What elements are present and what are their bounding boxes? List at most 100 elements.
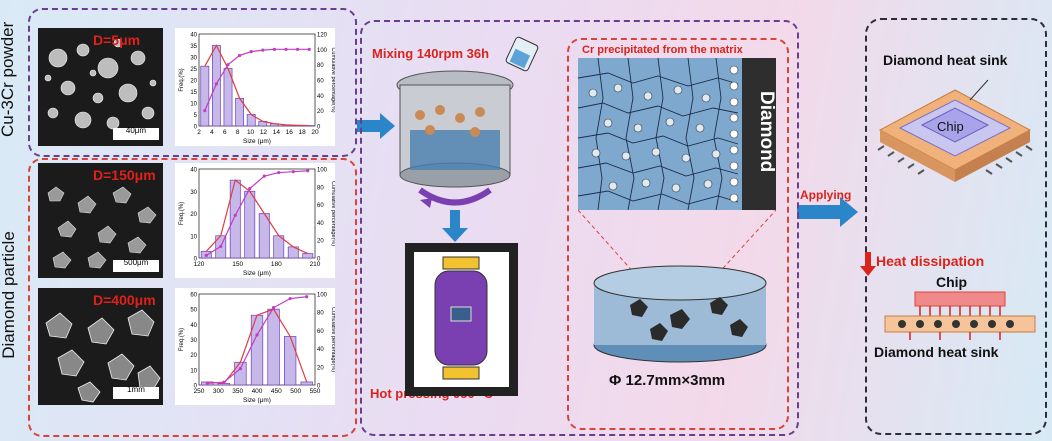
x-tick-label: 500: [290, 388, 301, 395]
y-tick-label: 5: [194, 113, 198, 119]
x-tick-label: 350: [232, 388, 243, 395]
diamond-panel: [28, 158, 357, 437]
x-tick-label: 550: [310, 388, 321, 395]
x-tick-label: 12: [260, 129, 268, 136]
mixer-illustration: [396, 36, 539, 242]
cumulative-point: [203, 109, 207, 113]
applying-label: Applying: [800, 188, 852, 202]
x-tick-label: 250: [194, 388, 205, 395]
sem-particles-150: [47, 186, 157, 269]
cumulative-point: [262, 174, 266, 178]
cumulative-point: [261, 48, 265, 52]
heat-dissipation-label: Heat dissipation: [876, 253, 985, 269]
cumulative-point: [214, 82, 218, 86]
cumulative-point: [238, 53, 242, 58]
microstructure-panel: [567, 38, 789, 430]
cumulative-point: [307, 47, 311, 51]
cumulative-point: [306, 169, 310, 173]
y2-axis-label: Cumulative percentage(%): [330, 307, 335, 372]
y2-tick-label: 0: [317, 257, 321, 263]
cumulative-point: [205, 381, 209, 385]
powder-panel: [28, 8, 357, 157]
cumulative-point: [249, 50, 253, 54]
y-tick-label: 10: [190, 234, 197, 240]
chip-label-top: Chip: [937, 119, 964, 134]
y2-tick-label: 60: [317, 79, 324, 85]
y-tick-label: 50: [190, 308, 197, 314]
x-tick-label: 450: [271, 388, 282, 395]
y2-tick-label: 100: [317, 293, 328, 299]
cumulative-point: [291, 170, 295, 174]
cumulative-point: [219, 244, 223, 249]
cumulative-point: [226, 63, 230, 67]
x-tick-label: 20: [311, 129, 319, 136]
y2-tick-label: 60: [317, 203, 324, 209]
microstructure-image: Diamond: [578, 58, 776, 210]
chip-package-svg: [877, 79, 1033, 182]
apply-arrow-icon: [797, 197, 858, 227]
cumulative-point: [305, 295, 309, 299]
cumulative-curve: [204, 48, 310, 111]
y-tick-label: 10: [190, 368, 197, 374]
sem-particles-400: [45, 309, 161, 403]
y2-tick-label: 60: [317, 329, 324, 335]
x-axis-label: Size (μm): [243, 138, 271, 145]
grain-boundaries-svg: [578, 58, 776, 210]
y2-tick-label: 40: [317, 347, 324, 353]
y-tick-label: 35: [190, 44, 197, 50]
y-tick-label: 40: [190, 168, 197, 174]
y2-tick-label: 0: [317, 125, 321, 131]
sem-image-diamond-400: D=400μm 1mm: [38, 288, 163, 405]
sem-image-powder: D=5μm 40μm: [38, 28, 163, 146]
leader-line: [969, 79, 989, 101]
down-arrow-red-icon: [860, 252, 876, 276]
cumulative-point: [204, 253, 208, 257]
y-tick-label: 25: [190, 67, 197, 73]
y2-tick-label: 120: [317, 33, 328, 39]
y-tick-label: 0: [194, 384, 198, 390]
sem-label-400: D=400μm: [93, 292, 156, 308]
beaker-icon: [505, 36, 539, 72]
diamond-text: Diamond: [756, 91, 776, 173]
y-tick-label: 30: [190, 190, 197, 196]
cumulative-point: [255, 333, 259, 337]
x-tick-label: 6: [223, 129, 227, 136]
x-tick-label: 4: [210, 129, 214, 136]
y2-tick-label: 80: [317, 185, 324, 191]
sem-label-powder: D=5μm: [93, 32, 141, 48]
freq-curve: [204, 44, 310, 127]
x-tick-label: 8: [236, 129, 240, 136]
cumulative-point: [284, 47, 288, 51]
x-tick-label: 10: [247, 129, 255, 136]
cumulative-point: [277, 170, 281, 175]
y2-axis-label: Cumulative percentage(%): [330, 47, 335, 112]
y-tick-label: 20: [190, 212, 197, 218]
y-axis-label: Freq.(%): [179, 202, 185, 225]
y-axis-label: Freq.(%): [179, 68, 185, 91]
x-tick-label: 18: [298, 129, 306, 136]
x-tick-label: 400: [252, 388, 263, 395]
cumulative-point: [296, 47, 300, 51]
y-tick-label: 10: [190, 102, 197, 108]
y-tick-label: 30: [190, 338, 197, 344]
x-tick-label: 300: [213, 388, 224, 395]
cumulative-point: [248, 186, 252, 191]
y2-tick-label: 80: [317, 63, 324, 69]
cumulative-point: [271, 306, 276, 310]
cr-label: Cr precipitated from the matrix: [582, 44, 743, 56]
x-tick-label: 150: [232, 261, 243, 268]
sem-label-150: D=150μm: [93, 167, 156, 183]
x-tick-label: 2: [197, 129, 201, 136]
freq-curve: [205, 179, 309, 255]
cumulative-point: [222, 380, 226, 384]
cumulative-point: [238, 367, 243, 371]
y-tick-label: 20: [190, 353, 197, 359]
sem-image-diamond-150: D=150μm 500μm: [38, 163, 163, 278]
y2-tick-label: 20: [317, 365, 324, 371]
y2-tick-label: 20: [317, 239, 324, 245]
chip-label-bottom: Chip: [936, 274, 968, 290]
application-panel: [865, 18, 1047, 435]
y-tick-label: 60: [190, 293, 197, 299]
